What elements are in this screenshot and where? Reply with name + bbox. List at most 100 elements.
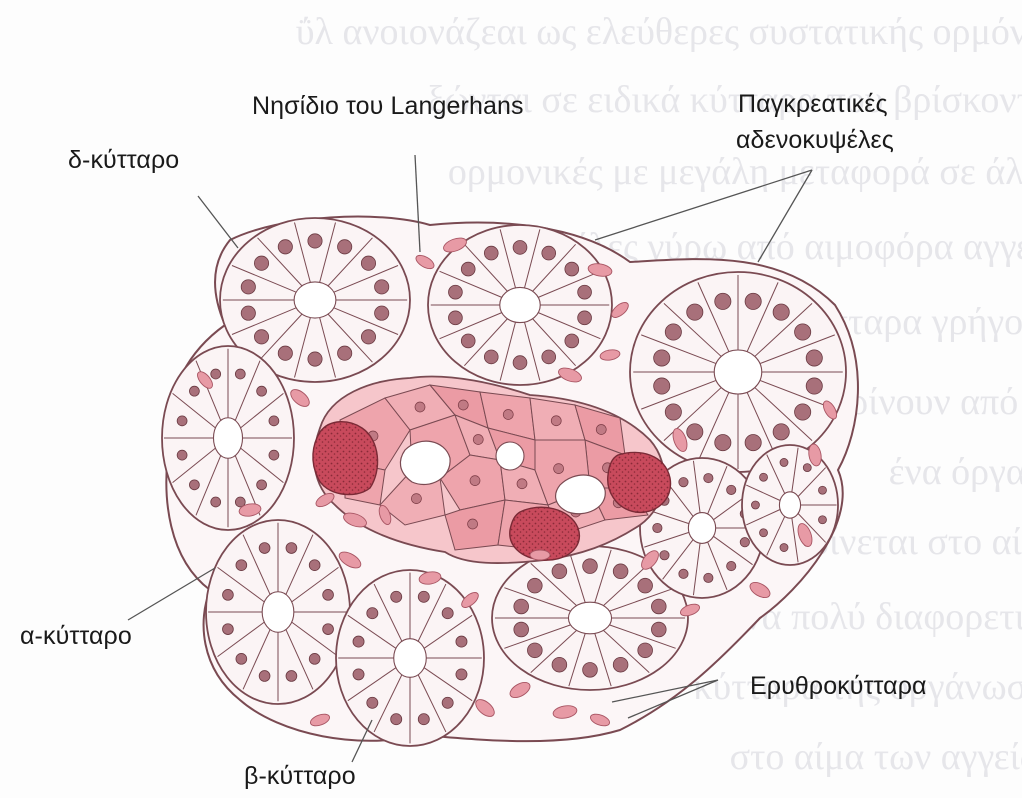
- acinus-nucleus: [527, 643, 542, 658]
- acinus-nucleus: [449, 311, 463, 325]
- acinus-nucleus: [513, 356, 527, 370]
- acinus-nucleus: [375, 306, 389, 320]
- islet-nucleus: [468, 519, 478, 529]
- acinus-nucleus: [578, 285, 592, 299]
- acinus-lumen: [688, 513, 715, 544]
- acinus-nucleus: [353, 636, 364, 647]
- leader-alpha-cell: [128, 568, 215, 620]
- acinus-nucleus: [773, 424, 789, 440]
- islet-nucleus: [554, 464, 564, 474]
- acinus-nucleus: [418, 591, 429, 602]
- acinus-nucleus: [552, 657, 567, 672]
- islet-nucleus: [411, 494, 421, 504]
- acinus-nucleus: [727, 561, 736, 570]
- islet-capillary: [400, 441, 450, 484]
- acinus-nucleus: [651, 599, 666, 614]
- islet-nucleus: [517, 479, 527, 489]
- acinus-lumen: [394, 639, 427, 678]
- acinus-nucleus: [189, 386, 199, 396]
- acinus-nucleus: [236, 560, 247, 571]
- acinus-nucleus: [259, 671, 270, 682]
- acinus-lumen: [294, 282, 336, 318]
- acinus-nucleus: [254, 256, 268, 270]
- acinus-nucleus: [223, 589, 234, 600]
- acinus-nucleus: [257, 386, 267, 396]
- islet-nucleus: [470, 476, 480, 486]
- acinus-nucleus: [257, 480, 267, 490]
- acinus-nucleus: [514, 599, 529, 614]
- islet-nucleus: [551, 416, 561, 426]
- acinus-nucleus: [715, 293, 731, 309]
- acinus-nucleus: [211, 497, 221, 507]
- islet-nucleus: [503, 410, 513, 420]
- acinus-nucleus: [513, 241, 527, 255]
- acinus-nucleus: [542, 350, 556, 364]
- leader-acini-2: [758, 170, 812, 262]
- label-red-blood-cells: Ερυθροκύτταρα: [750, 672, 927, 701]
- acinus-nucleus: [361, 330, 375, 344]
- islet-capillary: [496, 442, 524, 470]
- acinus-nucleus: [241, 280, 255, 294]
- acinus-nucleus: [338, 346, 352, 360]
- acinus-nucleus: [780, 544, 788, 552]
- acinus-nucleus: [613, 657, 628, 672]
- leader-acini-1: [595, 170, 812, 240]
- acinus-nucleus: [795, 324, 811, 340]
- acinus-nucleus: [665, 324, 681, 340]
- acinus-nucleus: [367, 608, 378, 619]
- acinus-nucleus: [552, 564, 567, 579]
- acinus-nucleus: [715, 435, 731, 451]
- acinus-nucleus: [308, 352, 322, 366]
- acinus-nucleus: [259, 543, 270, 554]
- acinus-nucleus: [254, 330, 268, 344]
- acinus-nucleus: [745, 435, 761, 451]
- islet-nucleus: [458, 400, 468, 410]
- acinus-nucleus: [654, 378, 670, 394]
- acinus-nucleus: [235, 369, 245, 379]
- islet-nucleus: [596, 425, 606, 435]
- tissue-group: [162, 217, 858, 746]
- acinus-nucleus: [338, 240, 352, 254]
- acinus-nucleus: [780, 458, 788, 466]
- acinus-nucleus: [323, 589, 334, 600]
- label-delta-cell: δ-κύτταρο: [68, 146, 179, 175]
- acinus-nucleus: [286, 671, 297, 682]
- acinus-nucleus: [704, 573, 713, 582]
- acinus-nucleus: [308, 234, 322, 248]
- acinus-nucleus: [353, 669, 364, 680]
- acinus-nucleus: [189, 480, 199, 490]
- acinus-nucleus: [484, 350, 498, 364]
- acinus-nucleus: [442, 697, 453, 708]
- acinus-nucleus: [456, 669, 467, 680]
- delta-cell: [313, 422, 378, 495]
- acinus-nucleus: [803, 464, 811, 472]
- acinus-nucleus: [660, 551, 669, 560]
- acinus-nucleus: [638, 643, 653, 658]
- acinus-nucleus: [418, 714, 429, 725]
- acinus-nucleus: [449, 285, 463, 299]
- acinus-nucleus: [177, 450, 187, 460]
- acinus-nucleus: [654, 350, 670, 366]
- acinus-nucleus: [565, 334, 579, 348]
- acinus-nucleus: [361, 256, 375, 270]
- acinus-nucleus: [727, 485, 736, 494]
- alpha-cell-right: [608, 452, 671, 512]
- acinus-nucleus: [236, 653, 247, 664]
- acinus-lumen: [779, 492, 800, 518]
- acinus-lumen: [500, 287, 540, 322]
- islet-nucleus: [415, 402, 425, 412]
- acinus-nucleus: [740, 538, 749, 547]
- acinus-nucleus: [211, 369, 221, 379]
- label-alpha-cell: α-κύτταρο: [20, 622, 132, 651]
- acinus-nucleus: [679, 478, 688, 487]
- acinus-lumen: [568, 602, 611, 634]
- acinus-nucleus: [583, 559, 598, 574]
- acinus-nucleus: [687, 304, 703, 320]
- label-islet-of-langerhans: Νησίδιο του Langerhans: [252, 92, 524, 121]
- acinus-nucleus: [542, 246, 556, 260]
- acinus-nucleus: [286, 543, 297, 554]
- acinus-lumen: [213, 418, 242, 458]
- label-pancreatic-acini-line2: αδενοκυψέλες: [736, 126, 894, 155]
- islet-nucleus: [473, 435, 483, 445]
